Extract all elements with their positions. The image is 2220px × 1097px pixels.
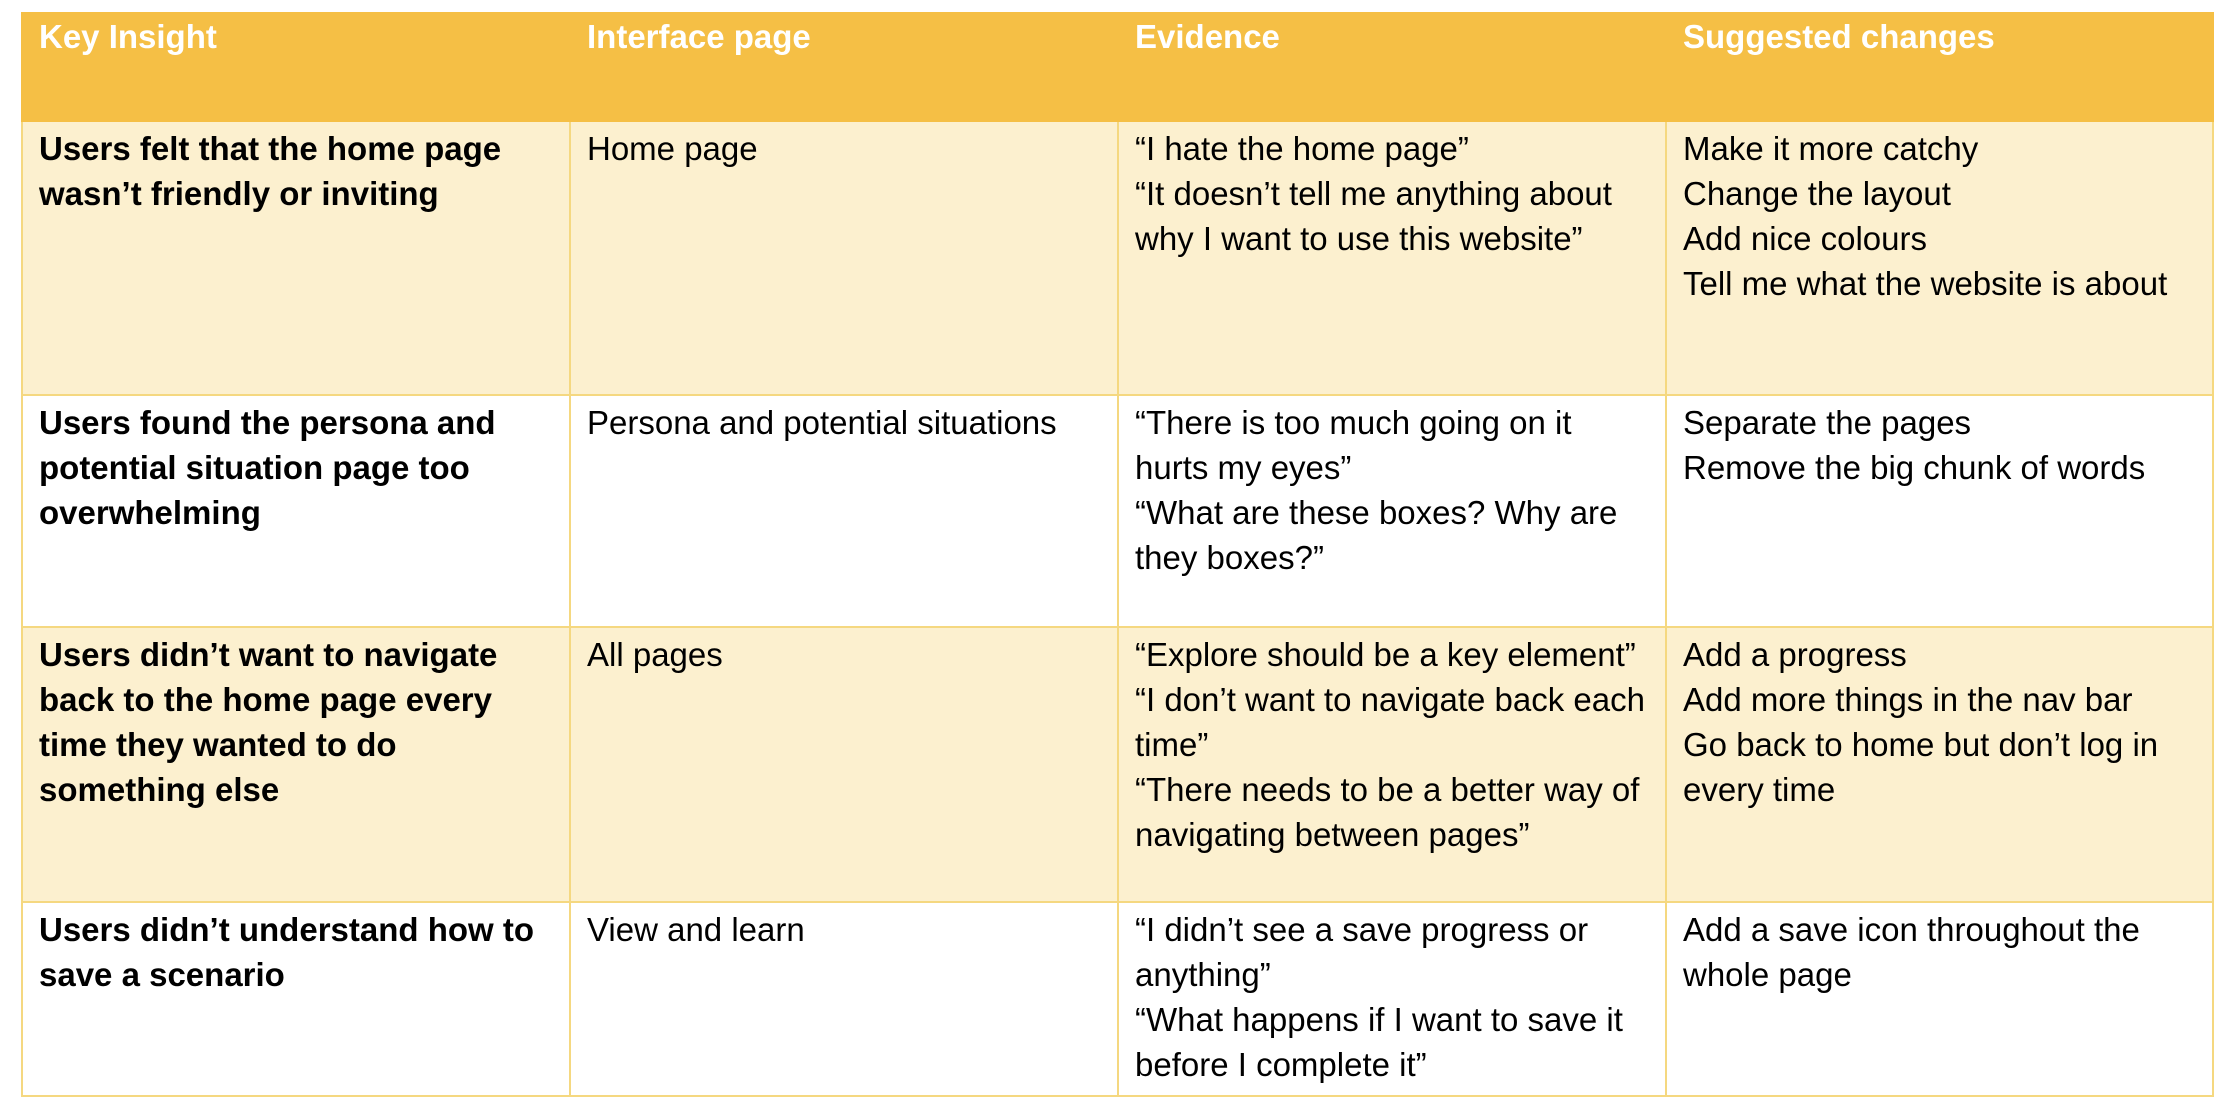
interface-page-cell: All pages (569, 626, 1119, 903)
key-insight-cell: Users felt that the home page wasn’t fri… (21, 120, 571, 396)
header-evidence: Evidence (1117, 12, 1667, 122)
table-row: Users found the persona and potential si… (21, 394, 2214, 628)
evidence-cell: “There is too much going on it hurts my … (1117, 394, 1667, 628)
evidence-quote: “There needs to be a better way of navig… (1135, 771, 1640, 853)
suggested-changes-cell: Separate the pages Remove the big chunk … (1665, 394, 2214, 628)
suggested-changes-cell: Make it more catchy Change the layout Ad… (1665, 120, 2214, 396)
evidence-quote: “It doesn’t tell me anything about why I… (1135, 175, 1612, 257)
evidence-quote: “What happens if I want to save it befor… (1135, 1001, 1623, 1083)
evidence-quote: “I didn’t see a save progress or anythin… (1135, 911, 1589, 993)
suggested-change: Add a save icon throughout the whole pag… (1683, 911, 2140, 993)
insights-table-container: Key Insight Interface page Evidence Sugg… (21, 12, 2214, 1097)
interface-page-cell: View and learn (569, 901, 1119, 1097)
suggested-change: Make it more catchy (1683, 130, 1979, 167)
header-interface-page: Interface page (569, 12, 1119, 122)
key-insight-cell: Users didn’t want to navigate back to th… (21, 626, 571, 903)
evidence-quote: “I don’t want to navigate back each time… (1135, 681, 1645, 763)
header-suggested-changes: Suggested changes (1665, 12, 2214, 122)
suggested-change: Add more things in the nav bar (1683, 681, 2133, 718)
suggested-change: Add a progress (1683, 636, 1907, 673)
evidence-quote: “There is too much going on it hurts my … (1135, 404, 1572, 486)
evidence-quote: “What are these boxes? Why are they boxe… (1135, 494, 1618, 576)
evidence-quote: “Explore should be a key element” (1135, 636, 1636, 673)
evidence-cell: “I didn’t see a save progress or anythin… (1117, 901, 1667, 1097)
table-header: Key Insight Interface page Evidence Sugg… (21, 12, 2214, 122)
interface-page-cell: Home page (569, 120, 1119, 396)
key-insight-cell: Users didn’t understand how to save a sc… (21, 901, 571, 1097)
table-row: Users didn’t want to navigate back to th… (21, 626, 2214, 903)
header-row: Key Insight Interface page Evidence Sugg… (21, 12, 2214, 122)
key-insight-cell: Users found the persona and potential si… (21, 394, 571, 628)
suggested-change: Remove the big chunk of words (1683, 449, 2146, 486)
suggested-changes-cell: Add a save icon throughout the whole pag… (1665, 901, 2214, 1097)
header-key-insight: Key Insight (21, 12, 571, 122)
table-row: Users felt that the home page wasn’t fri… (21, 120, 2214, 396)
interface-page-cell: Persona and potential situations (569, 394, 1119, 628)
suggested-changes-cell: Add a progress Add more things in the na… (1665, 626, 2214, 903)
insights-table: Key Insight Interface page Evidence Sugg… (21, 12, 2214, 1097)
evidence-cell: “Explore should be a key element” “I don… (1117, 626, 1667, 903)
suggested-change: Tell me what the website is about (1683, 265, 2168, 302)
evidence-cell: “I hate the home page” “It doesn’t tell … (1117, 120, 1667, 396)
suggested-change: Add nice colours (1683, 220, 1927, 257)
evidence-quote: “I hate the home page” (1135, 130, 1469, 167)
suggested-change: Go back to home but don’t log in every t… (1683, 726, 2159, 808)
suggested-change: Separate the pages (1683, 404, 1972, 441)
table-body: Users felt that the home page wasn’t fri… (21, 120, 2214, 1097)
table-row: Users didn’t understand how to save a sc… (21, 901, 2214, 1097)
suggested-change: Change the layout (1683, 175, 1951, 212)
